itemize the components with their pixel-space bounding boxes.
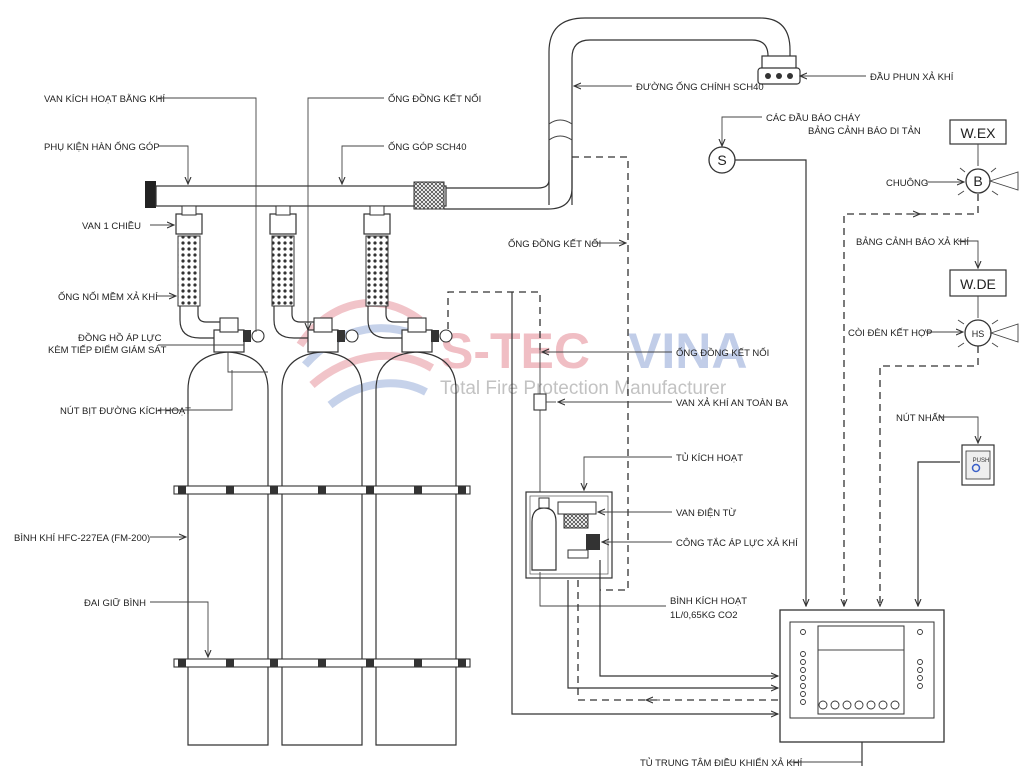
label-solenoid-valve: VAN ĐIỆN TỪ (676, 508, 737, 519)
top-labels: ỐNG ĐỒNG KẾT NỐI ỐNG GÓP SCH40 ĐƯỜNG ỐNG… (308, 71, 954, 330)
label-copper-tube-mid: ỐNG ĐỒNG KẾT NỐI (508, 238, 601, 250)
label-copper-tube-top: ỐNG ĐỒNG KẾT NỐI (388, 93, 481, 105)
strobe-horn-icon (957, 319, 1019, 348)
detectors: CÁC ĐẦU BÁO CHÁY BẢNG CẢNH BÁO DI TẢN S (708, 113, 921, 606)
panel-connections (511, 292, 778, 714)
push-button-text: PUSH (973, 458, 990, 464)
label-detectors-2: BẢNG CẢNH BÁO DI TẢN (808, 125, 921, 137)
label-discharge-panel: BẢNG CẢNH BÁO XẢ KHÍ (856, 236, 969, 248)
label-pressure-gauge-2: KÈM TIẾP ĐIỂM GIÁM SÁT (48, 344, 167, 356)
label-pressure-gauge-1: ĐỒNG HỒ ÁP LỰC (78, 332, 162, 344)
label-manifold-fitting: PHỤ KIỆN HÀN ỐNG GÓP (44, 141, 160, 153)
main-pipe (444, 17, 791, 210)
label-bell: CHUÔNG (886, 178, 928, 189)
label-push-button: NÚT NHẤN (896, 413, 945, 424)
label-pressure-switch: CÔNG TẮC ÁP LỰC XẢ KHÍ (676, 537, 798, 549)
label-check-valve: VAN 1 CHIỀU (82, 221, 141, 232)
solenoid-valve-icon (557, 501, 597, 529)
manifold (145, 181, 447, 210)
wex-sign (949, 119, 1007, 145)
label-actuation-plug: NÚT BỊT ĐƯỜNG KÍCH HOẠT (60, 406, 191, 417)
cylinder-bank (173, 205, 471, 746)
watermark-subtitle: Total Fire Protection Manufacturer (440, 378, 727, 399)
actuation-lines: ỐNG ĐỒNG KẾT NỐI ỐNG ĐỒNG KẾT NỐI VAN XẢ… (447, 156, 789, 591)
label-actuation-cabinet: TỦ KÍCH HOẠT (676, 452, 743, 464)
label-cylinder-strap: ĐAI GIỮ BÌNH (84, 598, 146, 609)
label-flex-hose: ỐNG NỐI MỀM XẢ KHÍ (58, 291, 158, 303)
watermark-title-a: S-TEC (440, 323, 590, 379)
label-nozzle: ĐẦU PHUN XẢ KHÍ (870, 71, 954, 83)
evacuation-warning: W.EX B CHUÔNG (844, 119, 1019, 606)
smoke-detector-symbol: S (717, 152, 726, 168)
pressure-switch-icon (567, 534, 600, 559)
wex-sign-text: W.EX (960, 125, 996, 141)
label-safety-valve: VAN XẢ KHÍ AN TOÀN BA (676, 397, 789, 409)
label-main-pipe: ĐƯỜNG ỐNG CHÍNH SCH40 (636, 81, 764, 93)
control-panel (779, 609, 945, 766)
cabinet-labels: TỦ KÍCH HOẠT VAN ĐIỆN TỪ CÔNG TẮC ÁP LỰC… (539, 452, 798, 621)
safety-valve-icon (533, 393, 556, 411)
label-detectors-1: CÁC ĐẦU BÁO CHÁY (766, 113, 861, 124)
label-cylinder: BÌNH KHÍ HFC-227EA (FM-200) (14, 533, 150, 544)
label-pneumatic-valve: VAN KÍCH HOẠT BẰNG KHÍ (44, 94, 165, 105)
discharge-warning: BẢNG CẢNH BÁO XẢ KHÍ W.DE HS CÒI ĐÈN KẾT… (848, 236, 1019, 606)
actuation-cabinet (525, 491, 613, 579)
bell-symbol: B (973, 173, 982, 189)
watermark-title-b: VINA (628, 323, 747, 379)
label-pilot-cylinder-1: BÌNH KÍCH HOẠT (670, 596, 747, 607)
nozzle-icon (757, 55, 801, 85)
label-strobe-horn: CÒI ĐÈN KẾT HỢP (848, 328, 933, 339)
wde-sign-text: W.DE (960, 276, 996, 292)
left-labels: VAN KÍCH HOẠT BẰNG KHÍ PHỤ KIỆN HÀN ỐNG … (14, 94, 257, 657)
push-button-icon (971, 463, 981, 473)
label-manifold-pipe: ỐNG GÓP SCH40 (388, 141, 467, 153)
label-pilot-cylinder-2: 1L/0,65KG CO2 (670, 610, 738, 621)
label-control-panel: TỦ TRUNG TÂM ĐIỀU KHIỂN XẢ KHÍ (640, 757, 803, 766)
label-copper-tube-right: ỐNG ĐỒNG KẾT NỐI (676, 347, 769, 359)
bell-icon (957, 160, 1019, 196)
push-button-station: NÚT NHẤN PUSH (896, 413, 995, 606)
strobe-horn-symbol: HS (972, 329, 985, 339)
